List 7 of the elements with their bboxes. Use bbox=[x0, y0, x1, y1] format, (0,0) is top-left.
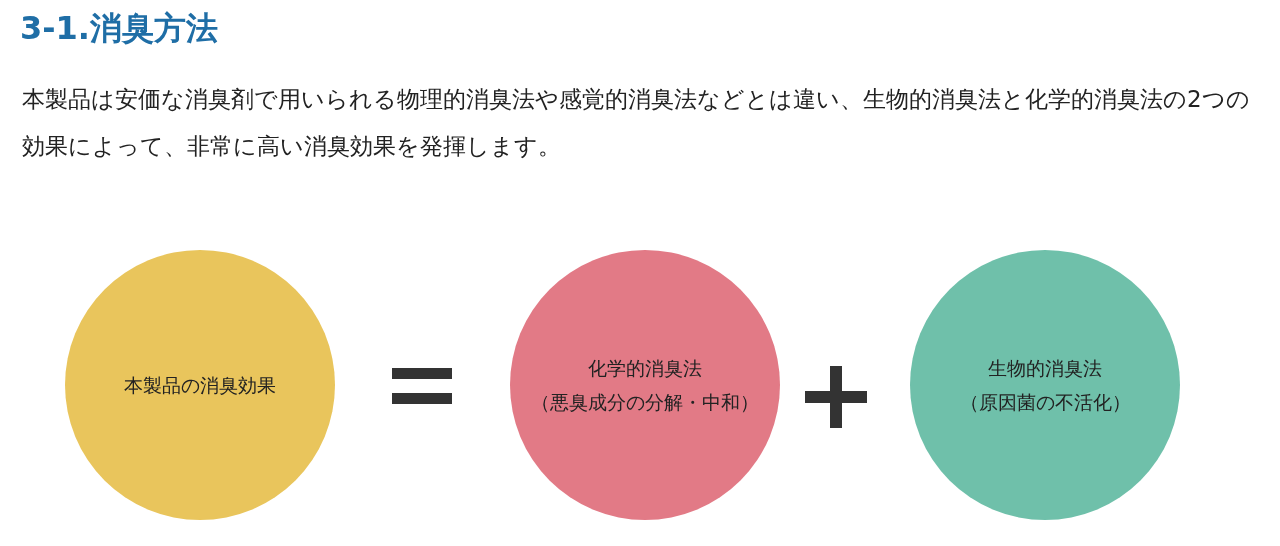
circle-label: （悪臭成分の分解・中和） bbox=[531, 390, 759, 415]
circle-label: 生物的消臭法 bbox=[988, 356, 1102, 381]
circle-label: 化学的消臭法 bbox=[588, 356, 702, 381]
heading: 3-1.消臭方法 bbox=[20, 8, 218, 49]
circle-label: 本製品の消臭効果 bbox=[124, 373, 276, 398]
circle-label: （原因菌の不活化） bbox=[959, 390, 1131, 415]
paragraph: 本製品は安価な消臭剤で用いられる物理的消臭法や感覚的消臭法などとは違い、生物的消臭法と化学的消臭法の2つの効果によって、非常に高い消臭効果を発揮します。 bbox=[22, 85, 1251, 161]
